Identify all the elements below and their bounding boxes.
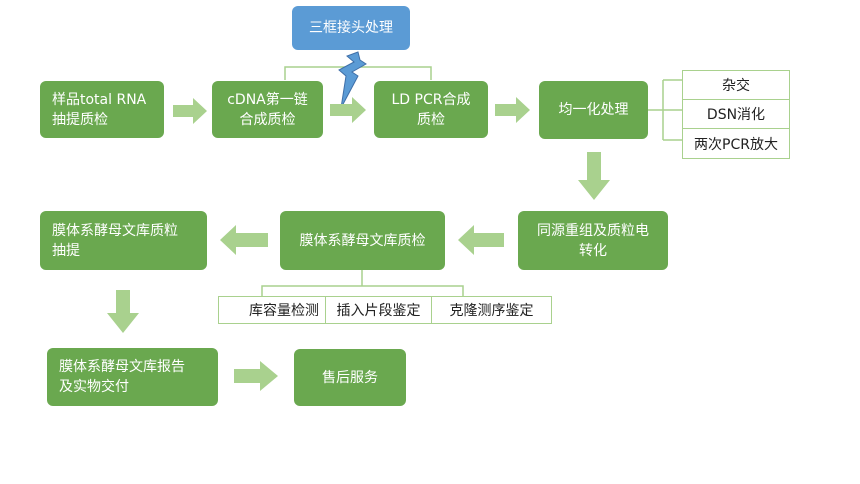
method-dsn: DSN消化	[682, 99, 790, 129]
node-after-sales: 售后服务	[294, 349, 406, 406]
bracket-bottom	[261, 270, 464, 296]
node-normalization: 均一化处理	[539, 81, 648, 139]
arrow-homologous-to-libqc	[458, 225, 504, 255]
arrow-libqc-to-extract	[220, 225, 268, 255]
qc-clone-sequencing: 克隆测序鉴定	[431, 296, 552, 324]
node-triple-adapter: 三框接头处理	[292, 6, 410, 50]
node-homologous: 同源重组及质粒电 转化	[518, 211, 668, 270]
arrow-sample-to-cdna	[173, 98, 207, 124]
qc-library-capacity: 库容量检测	[218, 296, 326, 324]
method-hybridization: 杂交	[682, 70, 790, 100]
arrow-report-to-aftersales	[234, 361, 278, 391]
node-lib-qc: 膜体系酵母文库质检	[280, 211, 445, 270]
bracket-right	[647, 79, 682, 141]
method-double-pcr: 两次PCR放大	[682, 128, 790, 159]
node-cdna: cDNA第一链 合成质检	[212, 81, 323, 138]
arrow-norm-down	[578, 152, 610, 200]
node-ld-pcr: LD PCR合成 质检	[374, 81, 488, 138]
arrow-cdna-to-ldpcr	[330, 97, 366, 123]
qc-insert-fragment: 插入片段鉴定	[325, 296, 432, 324]
node-report: 膜体系酵母文库报告 及实物交付	[47, 348, 218, 406]
arrow-extract-down	[107, 290, 139, 333]
node-plasmid-extract: 膜体系酵母文库质粒 抽提	[40, 211, 207, 270]
node-sample-rna: 样品total RNA 抽提质检	[40, 81, 164, 138]
arrow-ldpcr-to-norm	[495, 97, 530, 123]
